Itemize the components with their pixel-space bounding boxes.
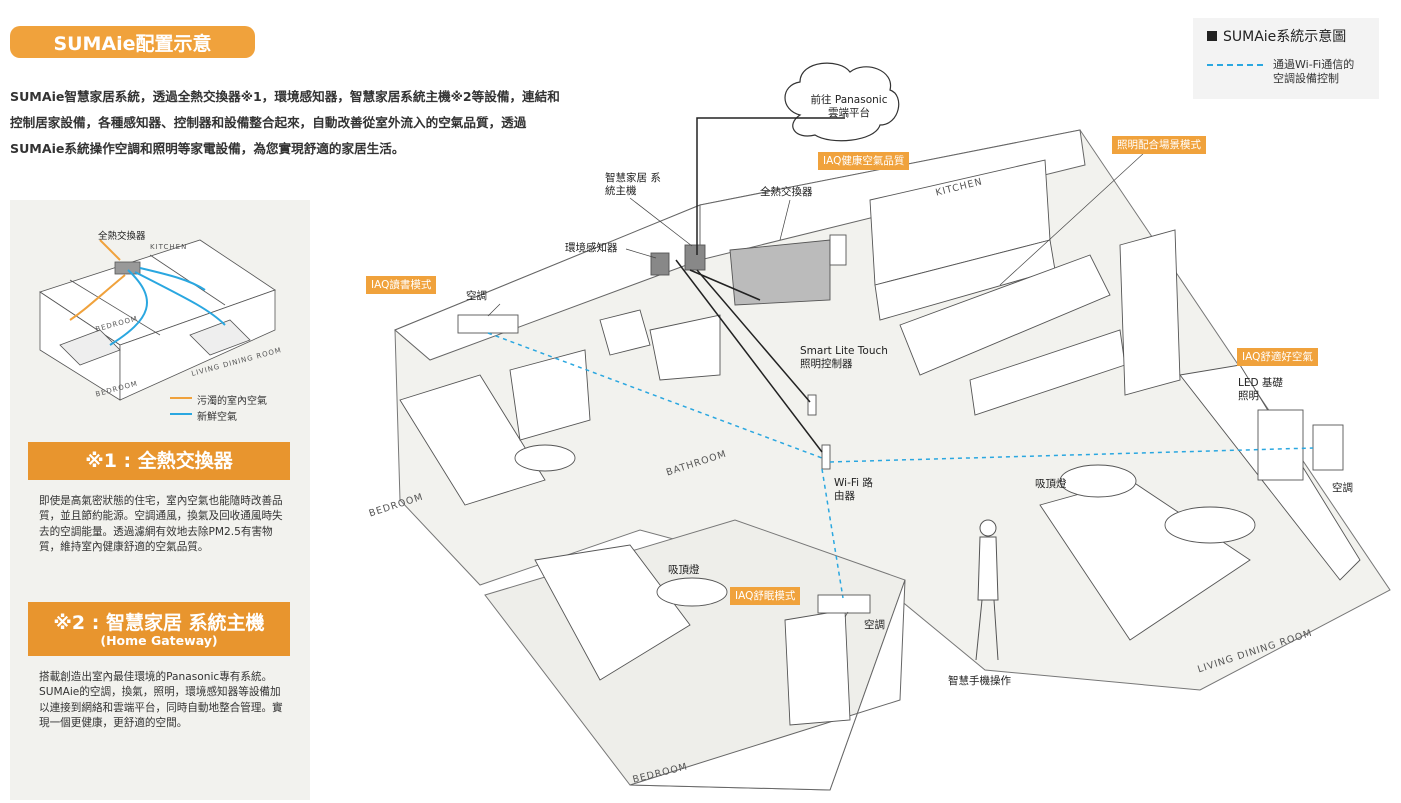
label-ac-bottom: 空調: [864, 619, 885, 631]
label-ceiling-bedroom: 吸頂燈: [668, 564, 700, 576]
mini-floor-plan: [39, 239, 276, 401]
person: [975, 519, 999, 661]
mini-legend-fresh: 新鮮空氣: [197, 412, 237, 423]
wifi-links: [487, 332, 1314, 599]
furniture: [399, 159, 1361, 726]
square-icon: [1207, 31, 1217, 41]
box1-title: ※1 : 全熱交換器: [28, 442, 290, 480]
label-smart-lite: Smart Lite Touch 照明控制器: [800, 345, 888, 370]
legend-title: SUMAie系統示意圖: [1207, 26, 1346, 46]
intro-text: SUMAie智慧家居系統，透過全熱交換器※1，環境感知器，智慧家居系統主機※2等…: [10, 89, 560, 156]
label-wifi: Wi-Fi 路由器: [834, 477, 873, 502]
label-ceiling-living: 吸頂燈: [1035, 478, 1067, 490]
label-sensor: 環境感知器: [565, 242, 618, 254]
legend-box: SUMAie系統示意圖 通過Wi-Fi通信的空調設備控制: [1193, 18, 1379, 99]
box2-text: 搭載創造出室內最佳環境的Panasonic專有系統。SUMAie的空調，換氣，照…: [39, 671, 283, 730]
label-led: LED 基礎照明: [1238, 377, 1283, 402]
label-ac-bedroom: 空調: [466, 290, 487, 302]
mini-label-kitchen: KITCHEN: [150, 243, 188, 251]
label-exchanger: 全熱交換器: [760, 186, 813, 198]
mini-label-exchanger: 全熱交換器: [98, 231, 146, 242]
label-ac-living: 空調: [1332, 482, 1353, 494]
legend-line-text: 通過Wi-Fi通信的空調設備控制: [1273, 58, 1355, 85]
tag-iaq-comfort: IAQ舒適好空氣: [1237, 348, 1318, 366]
legend-title-text: SUMAie系統示意圖: [1223, 29, 1347, 45]
tag-iaq-health: IAQ健康空氣品質: [818, 152, 910, 170]
mini-legend-dirty: 污濁的室內空氣: [197, 396, 267, 407]
box2-title-text: ※2 : 智慧家居 系統主機: [53, 612, 265, 634]
tag-iaq-reading: IAQ讀書模式: [366, 276, 437, 294]
cloud-shape: [784, 62, 900, 142]
wifi-dashed-line-key: [1207, 64, 1263, 66]
leader-lines: [487, 151, 1146, 618]
label-phone: 智慧手機操作: [948, 675, 1011, 687]
wiring: [675, 117, 845, 453]
page-title: SUMAie配置示意: [10, 26, 255, 58]
box2-title: ※2 : 智慧家居 系統主機 (Home Gateway): [28, 602, 290, 656]
tag-iaq-sleep: IAQ舒眠模式: [730, 587, 801, 605]
box1-text: 即使是高氣密狀態的住宅，室內空氣也能隨時改善品質，並且節約能源。空調通風，換氣及…: [39, 495, 283, 554]
tag-lighting-scene: 照明配合場景模式: [1112, 136, 1206, 154]
mini-airflow: [69, 239, 226, 346]
label-gateway: 智慧家居 系統主機: [605, 172, 661, 197]
cloud-label: 前往 Panasonic 雲端平台: [810, 94, 888, 119]
box2-subtitle: (Home Gateway): [100, 633, 218, 648]
